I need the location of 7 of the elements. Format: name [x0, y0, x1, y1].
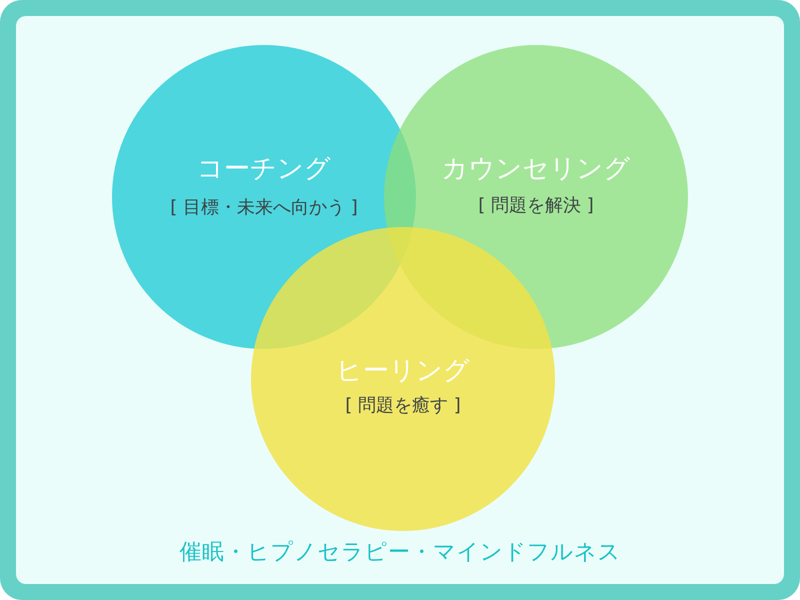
footer-caption: 催眠・ヒプノセラピー・マインドフルネス — [179, 539, 621, 567]
circle-subtitle: [ 問題を解決 ] — [478, 195, 594, 217]
circle-title: コーチング — [197, 153, 331, 185]
circle-subtitle: [ 問題を癒す ] — [345, 395, 461, 417]
circle-title: ヒーリング — [336, 355, 470, 387]
circle-title: カウンセリング — [442, 153, 630, 185]
circle-subtitle: [ 目標・未来へ向かう ] — [170, 197, 358, 219]
